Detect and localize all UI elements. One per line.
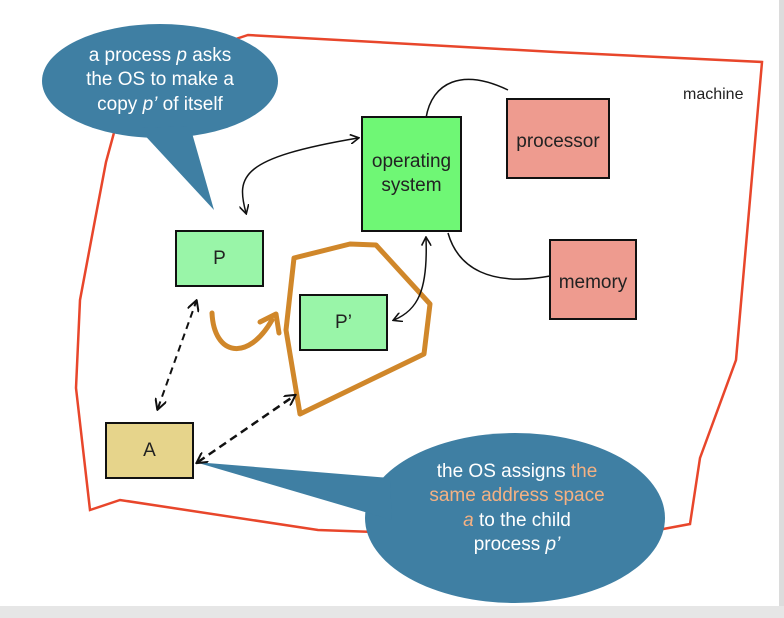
bottom-bubble-text: the OS assigns the same address space a …: [392, 460, 642, 557]
process-p-box: P: [175, 230, 264, 287]
a-p-dashed-arrow: [158, 302, 196, 408]
bottom-edge-bar: [0, 606, 784, 618]
os-label-line2: system: [381, 175, 442, 196]
processor-box: processor: [506, 98, 610, 179]
machine-label: machine: [683, 86, 744, 103]
process-p-prime-label: P’: [335, 311, 352, 333]
bottom-bubble-line1: the OS assigns the: [436, 461, 598, 482]
process-p-label: P: [213, 247, 226, 269]
top-bubble-line2: the OS to make a: [86, 69, 234, 91]
bottom-bubble-line3: a to the child: [463, 509, 571, 531]
memory-label: memory: [558, 272, 628, 293]
bottom-bubble-line2: same address space: [429, 485, 605, 507]
operating-system-box: operating system: [361, 116, 462, 232]
speech-bubble-top: [42, 24, 278, 210]
child-group-outline: [283, 241, 433, 417]
top-bubble-text: a process p asks the OS to make a copy p…: [42, 44, 278, 117]
top-bubble-line3: copy p’ of itself: [97, 93, 223, 115]
copy-arrow: [209, 310, 275, 351]
os-memory-link: [447, 232, 551, 280]
os-label-line1: operating: [371, 151, 452, 173]
a-pprime-dashed-arrow: [198, 396, 294, 462]
address-space-box: A: [105, 422, 194, 479]
processor-label: processor: [516, 131, 600, 152]
memory-box: memory: [549, 239, 637, 320]
p-os-arrow: [242, 138, 358, 213]
speech-bubble-bottom: [195, 433, 665, 603]
address-space-label: A: [143, 439, 156, 461]
pprime-os-arrow: [394, 238, 426, 320]
os-processor-link: [425, 78, 509, 119]
bottom-bubble-line4: process p’: [473, 533, 561, 555]
top-bubble-line1: a process p asks: [88, 45, 232, 66]
right-edge-bar: [779, 0, 784, 618]
process-p-prime-box: P’: [299, 294, 388, 351]
